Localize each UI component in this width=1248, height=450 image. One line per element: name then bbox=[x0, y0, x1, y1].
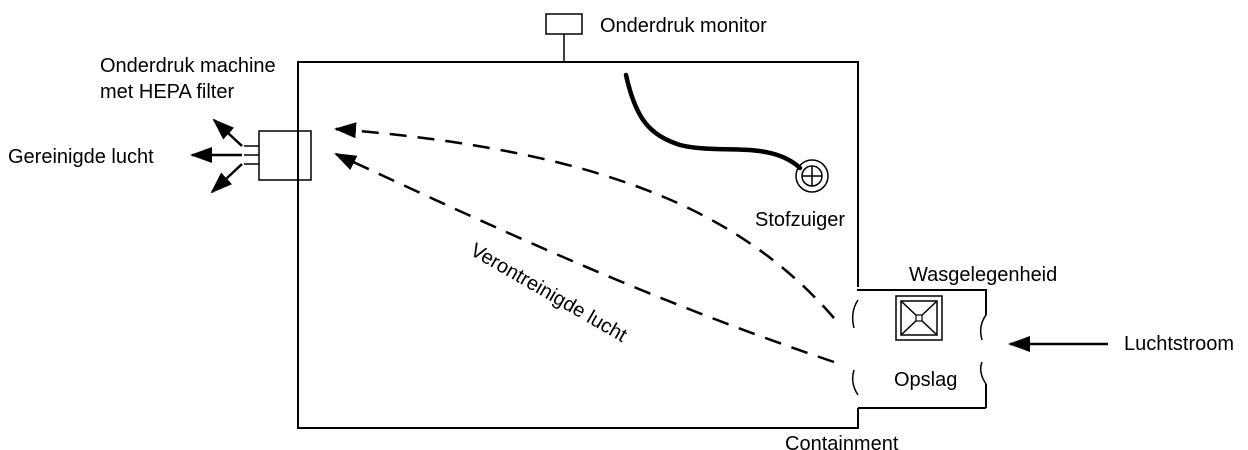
inner-door-flap-top bbox=[851, 299, 859, 329]
contaminated-air-arrowhead-lower bbox=[334, 152, 358, 171]
outer-door-flap-bottom bbox=[979, 361, 987, 385]
containment-label: Containment bbox=[785, 433, 899, 450]
pressure-monitor bbox=[545, 13, 583, 62]
storage-label: Opslag bbox=[894, 369, 957, 391]
vacuum-label: Stofzuiger bbox=[755, 209, 845, 231]
machine-box bbox=[258, 130, 312, 181]
outer-door-flap-top bbox=[979, 314, 987, 341]
vacuum-cleaner-icon bbox=[795, 159, 829, 193]
airflow-label: Luchtstroom bbox=[1124, 333, 1234, 355]
monitor-box bbox=[545, 13, 583, 35]
inner-door-flap-bottom bbox=[851, 369, 859, 396]
contaminated-air-path-lower bbox=[335, 152, 835, 364]
exhaust-arrow-up bbox=[212, 118, 243, 147]
washing-facility-icon bbox=[895, 295, 943, 341]
clean-air-label: Gereinigde lucht bbox=[8, 146, 154, 168]
storage-airlock bbox=[851, 289, 987, 409]
vacuum-hose bbox=[623, 72, 803, 171]
machine-label-line1: Onderdruk machine bbox=[100, 55, 276, 77]
negative-pressure-machine bbox=[244, 130, 312, 181]
containment-enclosure bbox=[297, 61, 859, 429]
airlock-top-wall bbox=[857, 289, 987, 315]
machine-label-line2: met HEPA filter bbox=[100, 81, 234, 103]
contaminated-air-label: Verontreinigde lucht bbox=[467, 239, 631, 347]
contaminated-air-arrowhead-upper bbox=[334, 122, 357, 139]
exhaust-arrow-down bbox=[210, 163, 243, 194]
contaminated-air-path-upper bbox=[335, 127, 835, 319]
monitor-label: Onderdruk monitor bbox=[600, 15, 767, 37]
washing-label: Wasgelegenheid bbox=[909, 264, 1057, 286]
